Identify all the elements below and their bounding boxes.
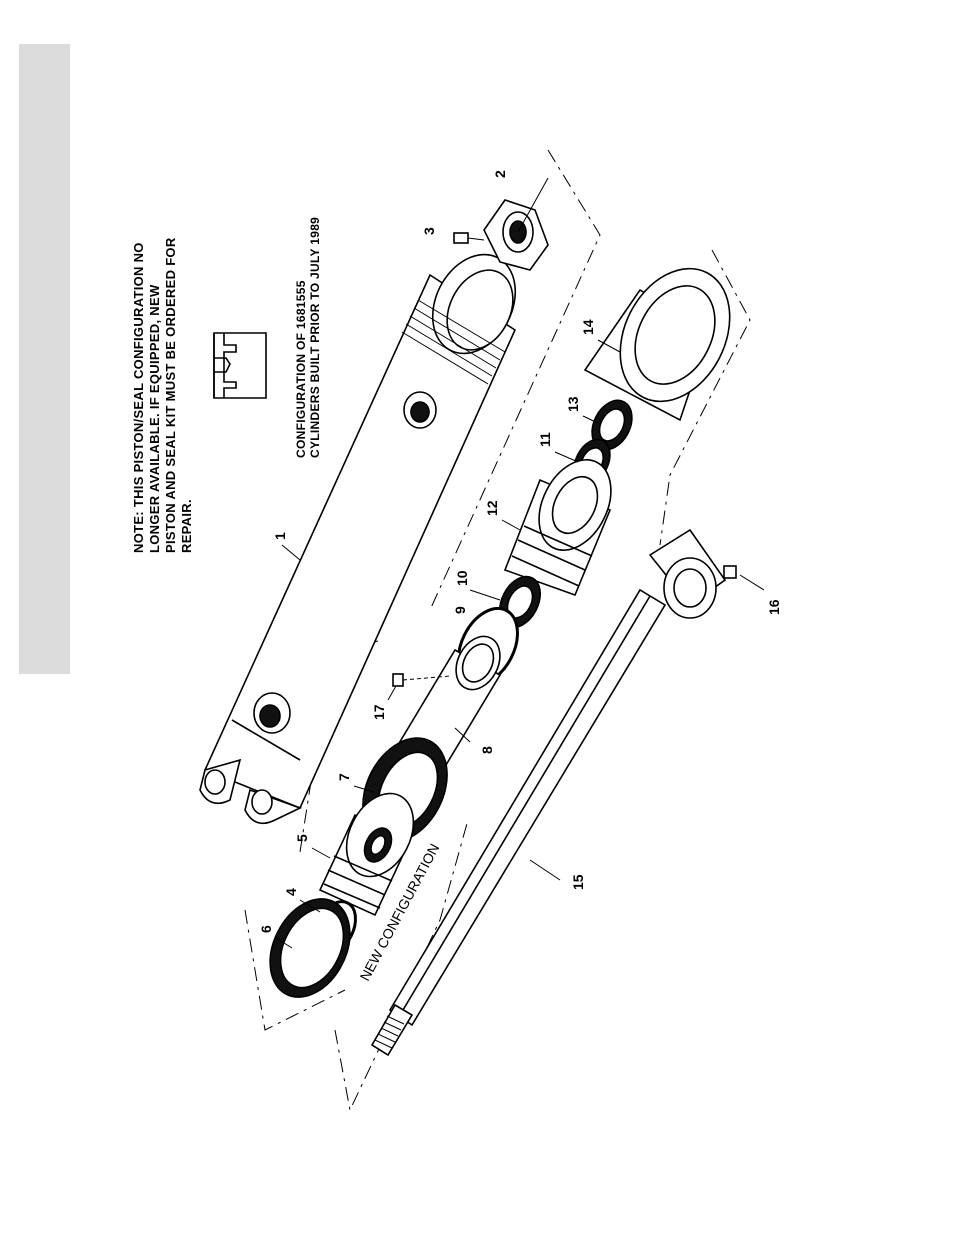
part-12-piston — [505, 448, 625, 595]
part-3-fitting — [454, 233, 484, 243]
callout-6: 6 — [258, 925, 274, 933]
note-line-3: PISTON AND SEAL KIT MUST BE ORDERED FOR — [163, 237, 178, 553]
callout-9: 9 — [452, 606, 468, 614]
callout-13: 13 — [565, 396, 581, 412]
callout-16: 16 — [766, 599, 782, 615]
note-text: NOTE: THIS PISTON/SEAL CONFIGURATION NO … — [131, 237, 194, 553]
piston-seal-section-icon — [214, 333, 266, 398]
old-configuration-text: CONFIGURATION OF 1681555 CYLINDERS BUILT… — [294, 217, 322, 458]
note-line-1: NOTE: THIS PISTON/SEAL CONFIGURATION NO — [131, 242, 146, 553]
callout-8: 8 — [479, 746, 495, 754]
note-line-4: REPAIR. — [179, 499, 194, 553]
callout-17: 17 — [371, 704, 387, 720]
callout-14: 14 — [580, 319, 596, 335]
old-config-line-1: CONFIGURATION OF 1681555 — [294, 280, 308, 458]
callout-5: 5 — [294, 834, 310, 842]
callout-11: 11 — [537, 432, 553, 447]
callout-3: 3 — [421, 227, 437, 235]
callout-10: 10 — [454, 570, 470, 586]
callout-2: 2 — [492, 170, 508, 178]
old-config-line-2: CYLINDERS BUILT PRIOR TO JULY 1989 — [308, 217, 322, 458]
callout-7: 7 — [336, 773, 352, 781]
part-1-barrel — [200, 240, 531, 823]
callout-15: 15 — [570, 874, 586, 890]
callout-1: 1 — [272, 532, 288, 540]
callout-12: 12 — [484, 500, 500, 516]
note-line-2: LONGER AVAILABLE. IF EQUIPPED, NEW — [147, 284, 162, 553]
callout-4: 4 — [283, 888, 299, 896]
